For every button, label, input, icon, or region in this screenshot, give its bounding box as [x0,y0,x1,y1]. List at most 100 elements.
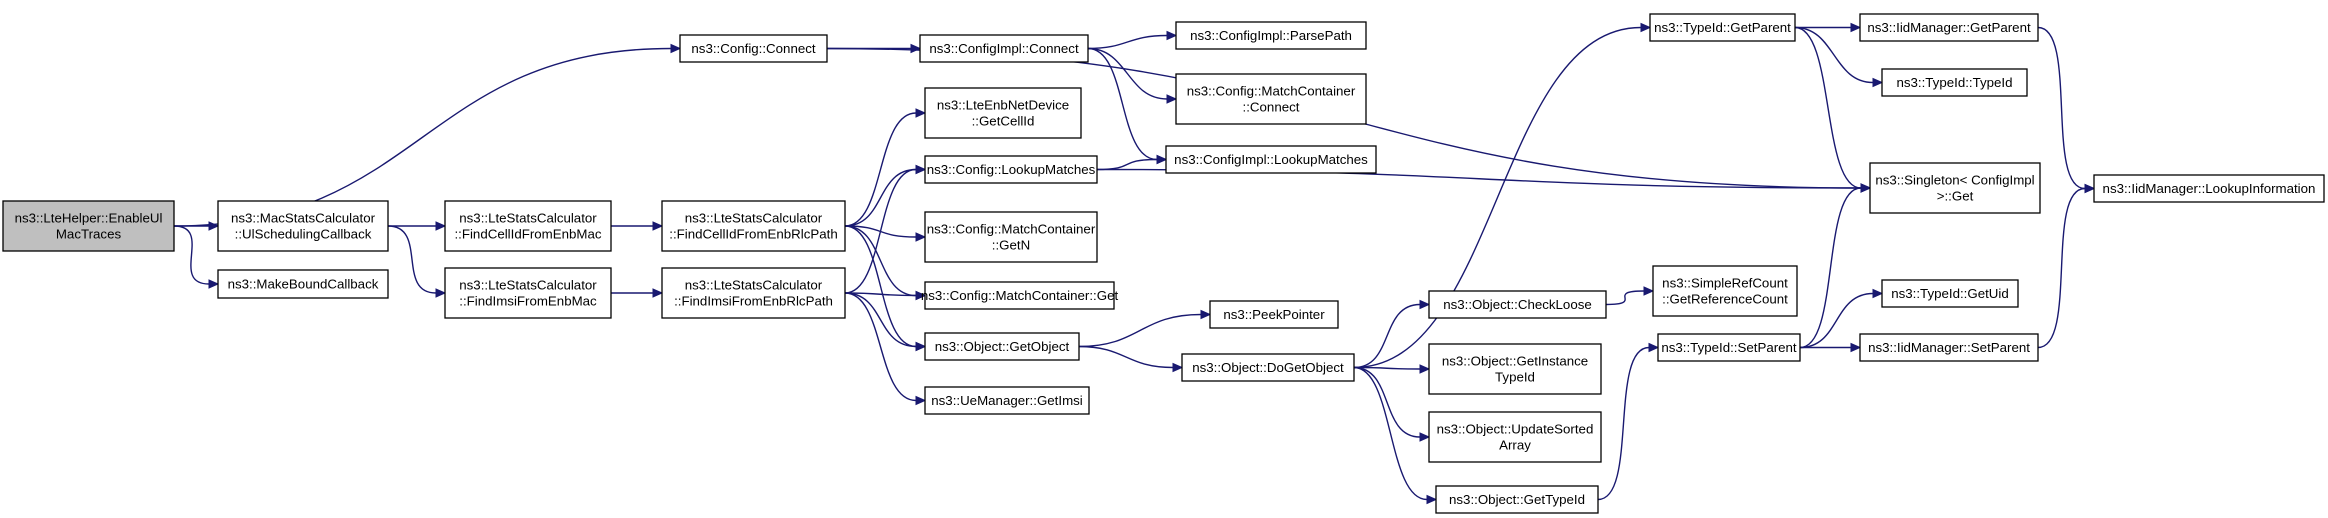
node-box-cfgimplconnect[interactable] [919,34,1089,63]
node-typeidtypeid[interactable]: ns3::TypeId::TypeId [1881,68,2028,97]
node-iidsetparent[interactable]: ns3::IidManager::SetParent [1859,333,2039,362]
arrowhead-ltefindcell-to-ltefindcellrlc [652,221,664,231]
edge-ltefindcellrlc-to-lookupmatches [844,168,917,227]
node-label-root-1: MacTraces [56,227,122,242]
node-implookup[interactable]: ns3::ConfigImpl::LookupMatches [1165,145,1377,174]
node-layer: ns3::LteHelper::EnableUlMacTracesns3::Ma… [2,13,2325,514]
node-label-ltefindimsirlc-0: ns3::LteStatsCalculator [685,278,823,293]
node-box-typeidtypeid[interactable] [1881,68,2028,97]
node-cfgimplconnect[interactable]: ns3::ConfigImpl::Connect [919,34,1089,63]
node-label-iidlookup-0: ns3::IidManager::LookupInformation [2103,181,2316,196]
node-label-ltefindcellrlc-1: ::FindCellIdFromEnbRlcPath [669,227,838,242]
edge-macstats-to-ltefindimsi [387,225,437,294]
node-label-ltefindcellrlc-0: ns3::LteStatsCalculator [685,211,823,226]
node-box-ltefindimsi[interactable] [444,267,612,319]
edge-typeidgetparent-to-typeidtypeid [1794,26,1874,84]
node-cfgconnect[interactable]: ns3::Config::Connect [679,34,828,63]
node-mcgetn[interactable]: ns3::Config::MatchContainer::GetN [924,211,1098,263]
node-box-mcgetn[interactable] [924,211,1098,263]
node-box-objgetobject[interactable] [924,332,1080,361]
node-typeidgetparent[interactable]: ns3::TypeId::GetParent [1649,13,1796,42]
node-typeidgetuid[interactable]: ns3::TypeId::GetUid [1881,279,2019,308]
node-label-macstats-0: ns3::MacStatsCalculator [231,211,376,226]
node-box-macstats[interactable] [217,200,389,252]
node-box-uegetimsi[interactable] [924,386,1090,415]
node-box-ltefindimsirlc[interactable] [661,267,846,319]
edge-cfgimplconnect-to-parsepath [1087,34,1168,50]
arrowhead-root-to-cfgconnect [670,43,682,54]
node-singleton[interactable]: ns3::Singleton< ConfigImpl >::Get [1869,162,2041,214]
arrowhead-macstats-to-ltefindcell [435,221,447,231]
edge-dogetobject-to-updatesorted [1353,366,1421,438]
node-box-makebound[interactable] [217,269,389,299]
node-box-root[interactable] [2,200,175,252]
node-peekpointer[interactable]: ns3::PeekPointer [1209,300,1339,329]
node-refcount[interactable]: ns3::SimpleRefCount::GetReferenceCount [1652,265,1798,317]
node-box-checkloose[interactable] [1428,290,1607,319]
node-box-gettypeid[interactable] [1435,485,1599,514]
node-box-lookupmatches[interactable] [924,155,1098,184]
node-label-root-0: ns3::LteHelper::EnableUl [15,211,163,226]
node-dogetobject[interactable]: ns3::Object::DoGetObject [1181,353,1355,382]
node-iidlookup[interactable]: ns3::IidManager::LookupInformation [2093,174,2325,203]
node-ltefindimsirlc[interactable]: ns3::LteStatsCalculator::FindImsiFromEnb… [661,267,846,319]
node-checkloose[interactable]: ns3::Object::CheckLoose [1428,290,1607,319]
node-box-mcconnect[interactable] [1175,73,1367,125]
node-box-getinstance[interactable] [1428,343,1602,395]
edge-iidgetparent-to-iidlookup [2037,26,2086,190]
edge-lookupmatches-to-implookup [1096,158,1158,171]
node-mcget[interactable]: ns3::Config::MatchContainer::Get [921,281,1119,310]
node-box-singleton[interactable] [1869,162,2041,214]
node-objgetobject[interactable]: ns3::Object::GetObject [924,332,1080,361]
node-box-iidgetparent[interactable] [1859,13,2039,42]
node-box-enbgetcell[interactable] [924,87,1082,139]
node-box-refcount[interactable] [1652,265,1798,317]
node-ltefindcell[interactable]: ns3::LteStatsCalculator::FindCellIdFromE… [444,200,612,252]
node-box-peekpointer[interactable] [1209,300,1339,329]
edge-typeidgetparent-to-singleton [1794,26,1862,189]
node-box-typeidsetparent[interactable] [1657,333,1801,362]
node-box-ltefindcell[interactable] [444,200,612,252]
arrowhead-ltefindimsirlc-to-objgetobject [915,341,927,352]
node-iidgetparent[interactable]: ns3::IidManager::GetParent [1859,13,2039,42]
edge-layer [173,22,2096,505]
node-lookupmatches[interactable]: ns3::Config::LookupMatches [924,155,1098,184]
node-box-ltefindcellrlc[interactable] [661,200,846,252]
node-box-typeidgetuid[interactable] [1881,279,2019,308]
node-box-iidlookup[interactable] [2093,174,2325,203]
node-typeidsetparent[interactable]: ns3::TypeId::SetParent [1657,333,1801,362]
node-uegetimsi[interactable]: ns3::UeManager::GetImsi [924,386,1090,415]
node-ltefindcellrlc[interactable]: ns3::LteStatsCalculator::FindCellIdFromE… [661,200,846,252]
node-mcconnect[interactable]: ns3::Config::MatchContainer::Connect [1175,73,1367,125]
node-box-mcget[interactable] [924,281,1115,310]
edge-ltefindcellrlc-to-mcget [844,225,917,297]
node-label-updatesorted-0: ns3::Object::UpdateSorted [1437,422,1594,437]
node-enbgetcell[interactable]: ns3::LteEnbNetDevice::GetCellId [924,87,1082,139]
node-label-ltefindimsirlc-1: ::FindImsiFromEnbRlcPath [674,294,833,309]
node-box-iidsetparent[interactable] [1859,333,2039,362]
node-box-typeidgetparent[interactable] [1649,13,1796,42]
node-ltefindimsi[interactable]: ns3::LteStatsCalculator::FindImsiFromEnb… [444,267,612,319]
node-box-parsepath[interactable] [1175,21,1367,50]
node-parsepath[interactable]: ns3::ConfigImpl::ParsePath [1175,21,1367,50]
edge-cfgimplconnect-to-implookup [1087,47,1158,161]
node-label-dogetobject-0: ns3::Object::DoGetObject [1192,360,1344,375]
arrowhead-lookupmatches-to-implookup [1156,154,1168,165]
arrowhead-dogetobject-to-gettypeid [1426,494,1438,505]
arrowhead-ltefindimsirlc-to-uegetimsi [915,395,927,406]
arrowhead-iidsetparent-to-iidlookup [2084,183,2096,194]
node-box-dogetobject[interactable] [1181,353,1355,382]
edge-gettypeid-to-typeidsetparent [1597,346,1650,501]
node-macstats[interactable]: ns3::MacStatsCalculator::UlSchedulingCal… [217,200,389,252]
node-box-cfgconnect[interactable] [679,34,828,63]
node-box-implookup[interactable] [1165,145,1377,174]
node-label-ltefindcell-1: ::FindCellIdFromEnbMac [454,227,601,242]
arrowhead-ltefindcellrlc-to-enbgetcell [915,108,927,118]
node-makebound[interactable]: ns3::MakeBoundCallback [217,269,389,299]
arrowhead-cfgimplconnect-to-parsepath [1166,30,1178,41]
node-gettypeid[interactable]: ns3::Object::GetTypeId [1435,485,1599,514]
node-box-updatesorted[interactable] [1428,411,1602,463]
